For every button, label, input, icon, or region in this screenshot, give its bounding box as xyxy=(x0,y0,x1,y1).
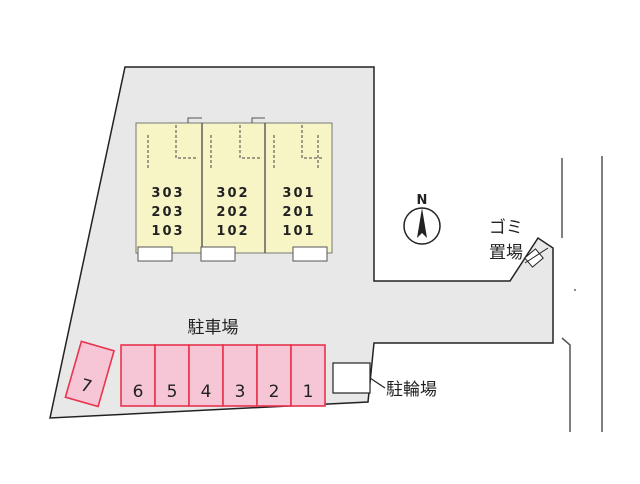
unit-label: 103 xyxy=(151,224,184,239)
unit-label: 101 xyxy=(282,224,315,239)
unit-column-1: 303 203 103 xyxy=(151,186,184,239)
stall-box xyxy=(120,344,156,407)
entrance-step-302 xyxy=(200,246,236,262)
stall-number: 1 xyxy=(303,382,314,402)
stall-number: 7 xyxy=(78,375,94,397)
apartment-building: 303 203 103 302 202 102 301 201 101 xyxy=(135,117,333,262)
north-arrow-icon xyxy=(417,208,427,238)
garbage-label-line2: 置場 xyxy=(489,243,523,263)
bicycle-parking: 駐輪場 xyxy=(332,362,437,400)
parking-stalls: 6 5 4 3 2 1 xyxy=(120,344,326,407)
road-dot xyxy=(574,289,576,291)
bicycle-parking-label: 駐輪場 xyxy=(386,380,437,400)
north-compass: N xyxy=(403,193,441,245)
unit-label: 201 xyxy=(282,205,315,220)
building-footprint xyxy=(135,122,333,254)
roof-notches xyxy=(187,117,265,123)
garbage-label-line1: ゴミ xyxy=(489,217,523,238)
road-dots xyxy=(574,289,576,291)
unit-label: 303 xyxy=(151,186,184,201)
unit-column-3: 301 201 101 xyxy=(282,186,315,239)
unit-label: 203 xyxy=(151,205,184,220)
garbage-box-diagonal xyxy=(524,247,549,264)
stall-number: 5 xyxy=(167,382,178,402)
stall-box xyxy=(256,344,292,407)
unit-label: 102 xyxy=(216,224,249,239)
stall-box xyxy=(188,344,224,407)
bicycle-leader-line xyxy=(369,377,386,389)
stall-number: 6 xyxy=(133,382,144,402)
bicycle-parking-box xyxy=(332,362,371,394)
interior-dashes xyxy=(147,125,324,168)
unit-label: 301 xyxy=(282,186,315,201)
entrance-step-303 xyxy=(137,246,173,262)
stall-box xyxy=(64,340,116,408)
unit-label: 202 xyxy=(216,205,249,220)
unit-column-2: 302 202 102 xyxy=(216,186,249,239)
road-lines xyxy=(561,156,603,432)
stall-number: 4 xyxy=(201,382,212,402)
parking-stall-7: 7 xyxy=(64,340,116,408)
north-label: N xyxy=(417,193,428,208)
stall-box xyxy=(154,344,190,407)
road-line-left-lower xyxy=(561,337,571,432)
stall-box xyxy=(290,344,326,407)
entrance-step-301 xyxy=(292,246,328,262)
garbage-area: ゴミ 置場 xyxy=(489,217,549,268)
stall-number: 3 xyxy=(235,382,246,402)
parking-label: 駐車場 xyxy=(188,318,239,338)
unit-label: 302 xyxy=(216,186,249,201)
stall-number: 2 xyxy=(269,382,280,402)
